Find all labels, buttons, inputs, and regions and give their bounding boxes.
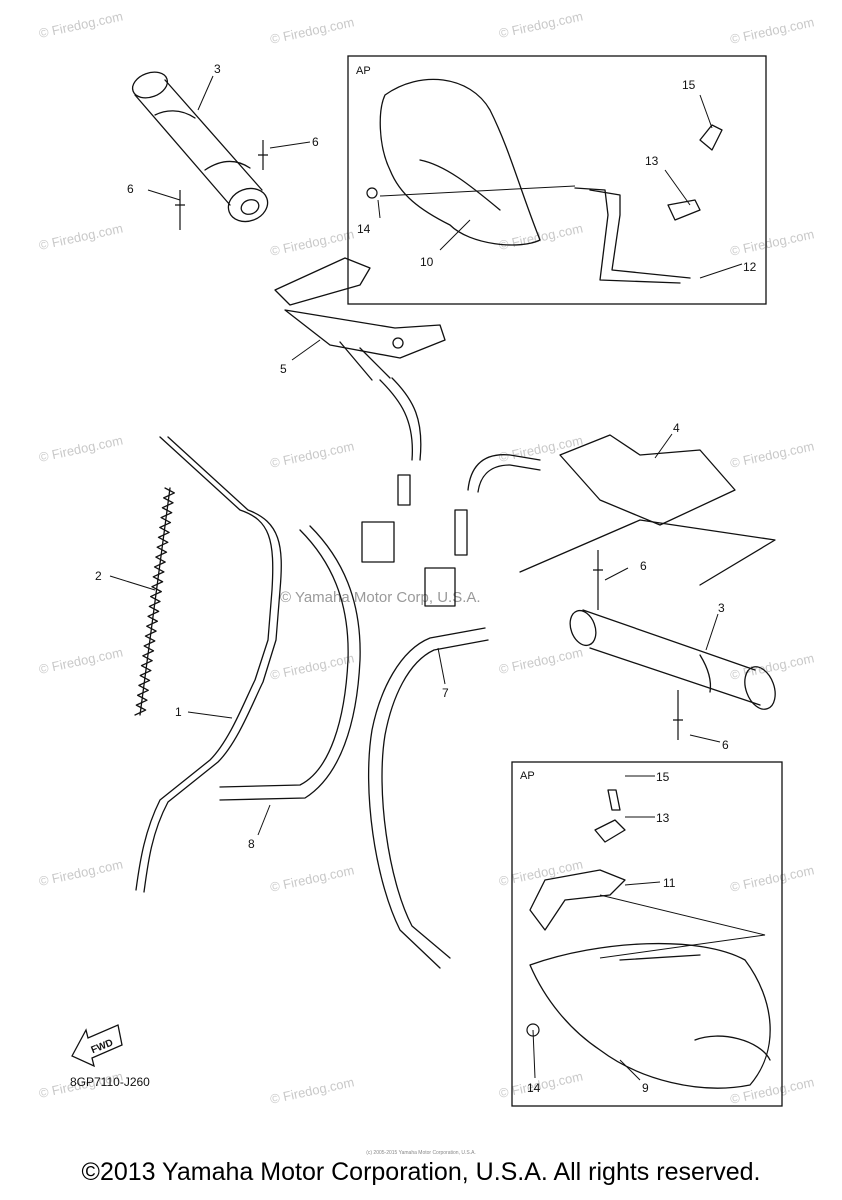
label-part-9: 9 [642,1081,649,1095]
label-part-5: 5 [280,362,287,376]
part-labels: 3 6 6 5 4 2 6 3 7 1 6 8 15 13 14 10 12 1… [95,62,757,1095]
watermark-text: © Firedog.com [498,432,585,464]
watermark-text: © Firedog.com [729,14,816,46]
grip-left [131,71,269,223]
hose-7 [368,627,489,969]
watermark-text: © Firedog.com [498,220,585,252]
watermark-text: © Firedog.com [38,856,125,888]
watermark-text: © Firedog.com [498,856,585,888]
label-part-14a: 14 [357,222,371,236]
heater-element-top [274,257,446,563]
fasteners [175,140,683,1037]
watermark-text: © Firedog.com [269,438,356,470]
grip-right [519,519,776,710]
fwd-arrow-icon: FWD [71,1024,123,1068]
watermark-text: © Firedog.com [729,226,816,258]
label-part-13a: 13 [645,154,659,168]
leader-lines [109,75,766,1081]
watermark-text: © Firedog.com [38,220,125,252]
watermark-text: © Firedog.com [38,644,125,676]
label-part-12: 12 [743,260,757,274]
label-part-8: 8 [248,837,255,851]
center-watermark: © Yamaha Motor Corp, U.S.A. [280,589,481,606]
label-part-4: 4 [673,421,680,435]
watermark-text: © Firedog.com [729,438,816,470]
hand-guard-bottom [529,789,771,1089]
inset-tag-top: AP [356,65,371,77]
spring [134,487,175,716]
watermark-text: © Firedog.com [729,862,816,894]
copyright-footer: ©2013 Yamaha Motor Corporation, U.S.A. A… [81,1158,761,1186]
diagram-code: 8GP7110-J260 [70,1075,150,1089]
watermark-text: © Firedog.com [269,14,356,46]
label-part-10: 10 [420,255,434,269]
label-part-3b: 3 [718,601,725,615]
heater-element-right [424,434,736,607]
watermark-text: © Firedog.com [729,650,816,682]
label-part-15a: 15 [682,78,696,92]
small-notice: (c) 2005-2015 Yamaha Motor Corporation, … [366,1150,476,1156]
label-part-7: 7 [442,686,449,700]
watermark-text: © Firedog.com [38,432,125,464]
watermark-text: © Firedog.com [498,1068,585,1100]
hose-8 [219,525,361,801]
watermark-text: © Firedog.com [498,8,585,40]
inset-tag-bottom: AP [520,770,535,782]
watermark-text: © Firedog.com [498,644,585,676]
label-part-11: 11 [663,876,676,890]
label-part-6c: 6 [640,559,647,573]
inset-box-bottom [511,761,783,1107]
watermark-text: © Firedog.com [269,226,356,258]
watermark-text: © Firedog.com [729,1074,816,1106]
spring-coil [134,487,175,716]
watermark-text: © Firedog.com [269,862,356,894]
label-part-6a: 6 [312,135,319,149]
label-part-14b: 14 [527,1081,541,1095]
label-part-1: 1 [175,705,182,719]
hand-guard-top [379,78,723,284]
label-part-6b: 6 [127,182,134,196]
watermark-text: © Firedog.com [269,650,356,682]
watermark-text: © Firedog.com [269,1074,356,1106]
label-part-2: 2 [95,569,102,583]
label-part-6d: 6 [722,738,729,752]
label-part-13b: 13 [656,811,670,825]
label-part-3a: 3 [214,62,221,76]
label-part-15b: 15 [656,770,670,784]
throttle-cable [135,436,282,893]
watermark-text: © Firedog.com [38,8,125,40]
watermark-layer: © Firedog.com © Firedog.com © Firedog.com ©… [38,8,816,1106]
inset-box-top [347,55,767,305]
